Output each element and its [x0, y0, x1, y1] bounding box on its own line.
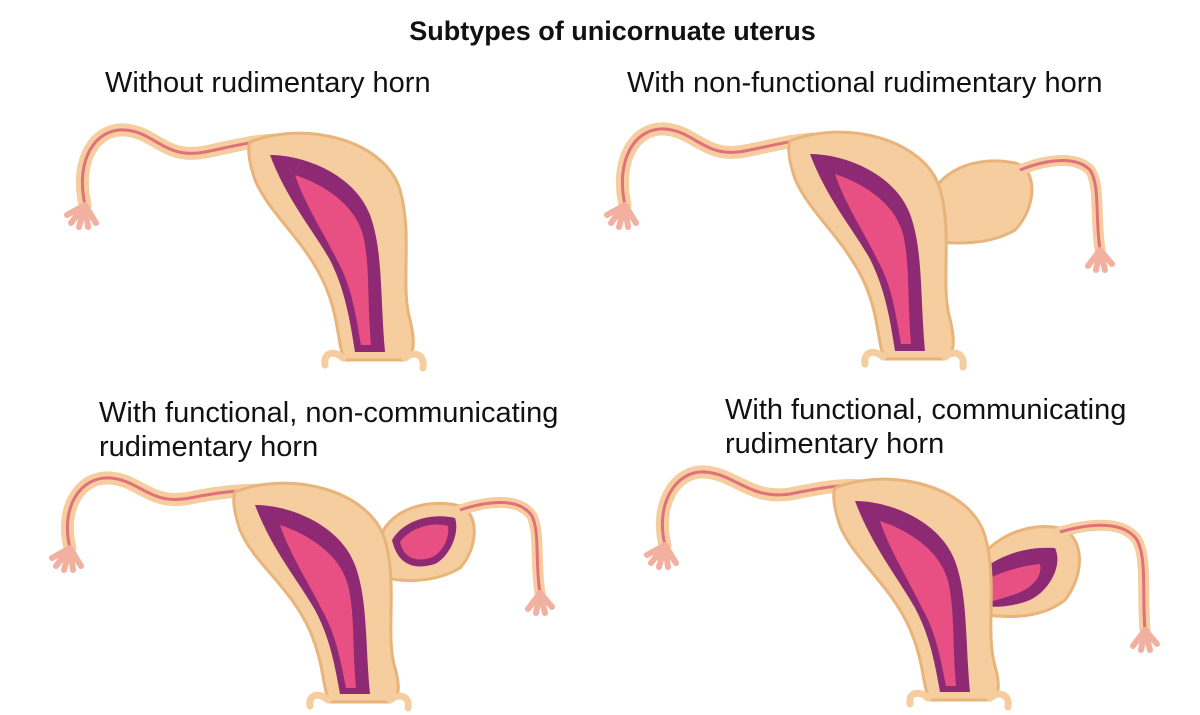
- panel-label-line: rudimentary horn: [99, 431, 319, 463]
- panel-label-non-communicating-horn: With functional, non-communicating rudim…: [99, 396, 558, 464]
- fimbriae-left: [644, 542, 679, 570]
- tube-lumen: [80, 128, 281, 206]
- rudimentary-horn: [923, 159, 1034, 245]
- fimbriae: [64, 202, 99, 230]
- panel-label-line: With functional, communicating: [725, 394, 1127, 426]
- fallopian-tube-right: [1014, 155, 1106, 256]
- fimbriae-right: [1130, 627, 1160, 653]
- cavity-inner: [295, 175, 371, 345]
- panel-label-non-functional-horn: With non-functional rudimentary horn: [627, 67, 1103, 99]
- fimbriae-left: [49, 545, 84, 573]
- panel-label-no-horn: Without rudimentary horn: [105, 67, 431, 99]
- uterus-illustration-non-communicating-horn: [40, 468, 570, 712]
- panel-label-line: With functional, non-communicating: [99, 397, 559, 429]
- figure-title: Subtypes of unicornuate uterus: [409, 16, 816, 46]
- panel-label-communicating-horn: With functional, communicating rudimenta…: [725, 393, 1126, 461]
- fimbriae-right: [525, 590, 555, 616]
- uterus-illustration-communicating-horn: [644, 460, 1175, 711]
- uterus-illustration-no-horn: [55, 120, 455, 372]
- fimbriae-left: [604, 202, 639, 230]
- uterus-illustration-non-functional-horn: [595, 115, 1125, 371]
- cervix-lip: [321, 349, 427, 372]
- panel-label-line: rudimentary horn: [725, 428, 945, 460]
- fimbriae-right: [1085, 247, 1115, 273]
